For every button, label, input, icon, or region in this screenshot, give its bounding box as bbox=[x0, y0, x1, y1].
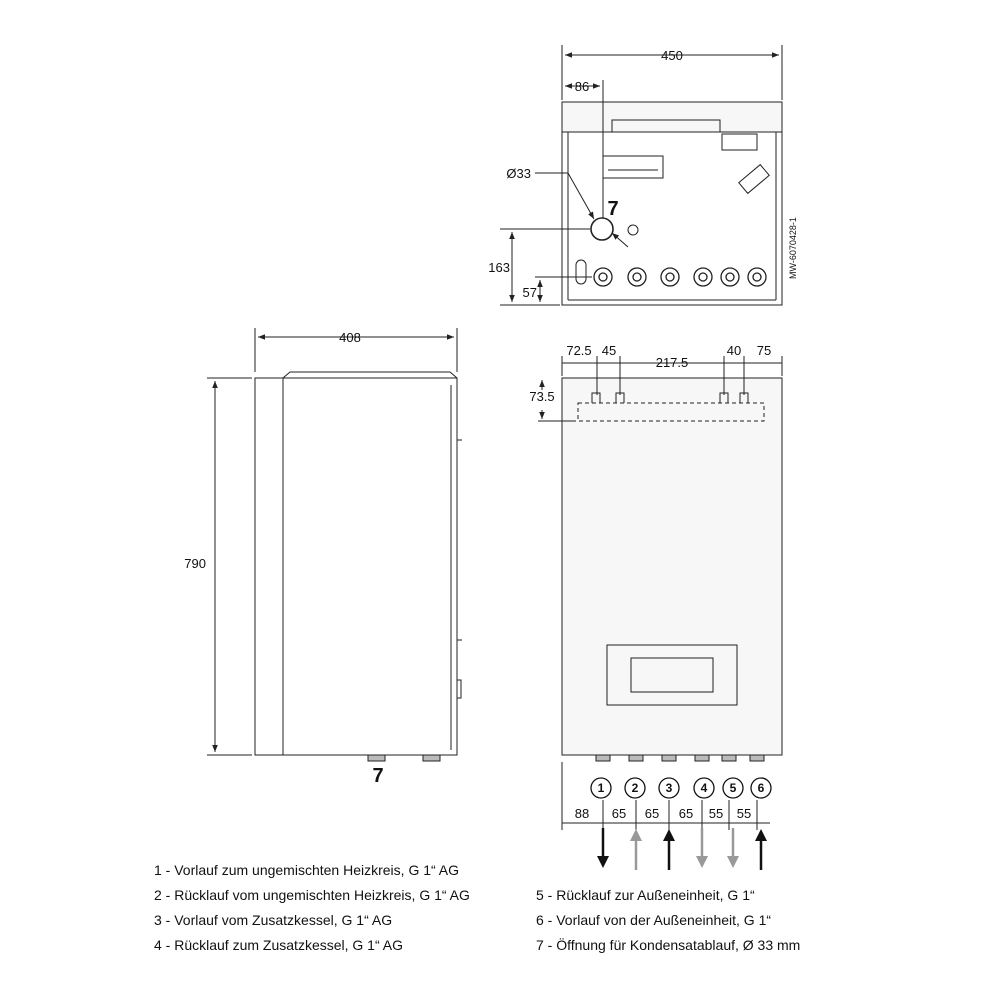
dim-height-163: 163 bbox=[488, 260, 510, 275]
dim-depth-408: 408 bbox=[339, 330, 361, 345]
connection-numbers: 1 2 3 4 5 6 bbox=[598, 781, 765, 795]
dim-bottom-3: 65 bbox=[645, 806, 659, 821]
side-view bbox=[207, 328, 462, 762]
side-view-body bbox=[254, 377, 458, 756]
arrow-out-5 bbox=[727, 828, 739, 868]
dim-top-5: 75 bbox=[757, 343, 771, 358]
dim-top-4: 40 bbox=[727, 343, 741, 358]
front-view-body bbox=[561, 377, 783, 756]
display-frame bbox=[606, 644, 738, 706]
arrow-out-1 bbox=[597, 828, 609, 868]
side-connection-right bbox=[422, 754, 441, 762]
dim-bottom-6: 55 bbox=[737, 806, 751, 821]
callout-7-side: 7 bbox=[372, 765, 383, 787]
dim-bottom-1: 88 bbox=[575, 806, 589, 821]
connection-number-5: 5 bbox=[730, 781, 737, 795]
display-screen bbox=[630, 657, 714, 693]
arrow-in-3 bbox=[663, 829, 675, 870]
legend-item-1: 1 - Vorlauf zum ungemischten Heizkreis, … bbox=[154, 862, 460, 878]
front-connections bbox=[595, 754, 765, 762]
legend-item-2: 2 - Rücklauf vom ungemischten Heizkreis,… bbox=[154, 887, 470, 903]
top-view-connections bbox=[593, 267, 767, 287]
legend-item-4: 4 - Rücklauf zum Zusatzkessel, G 1“ AG bbox=[154, 937, 403, 953]
arrow-out-4 bbox=[696, 828, 708, 868]
dim-offset-86: 86 bbox=[575, 79, 589, 94]
terminal-block bbox=[602, 155, 664, 179]
dim-bracket-73-5: 73.5 bbox=[529, 389, 554, 404]
top-view-outline bbox=[561, 132, 783, 306]
dim-top-2: 45 bbox=[602, 343, 616, 358]
relay-box bbox=[721, 133, 758, 151]
side-connection-left bbox=[367, 754, 386, 762]
dim-bottom-4: 65 bbox=[679, 806, 693, 821]
top-view bbox=[500, 45, 783, 306]
connection-number-1: 1 bbox=[598, 781, 605, 795]
flow-arrows bbox=[597, 828, 767, 870]
dim-width-450: 450 bbox=[661, 48, 683, 63]
arrow-in-2 bbox=[630, 829, 642, 870]
bottom-dim-labels: 88 65 65 65 55 55 bbox=[575, 806, 751, 821]
top-dim-labels: 72.5 45 217.5 40 75 bbox=[566, 343, 771, 370]
dim-top-3: 217.5 bbox=[656, 355, 689, 370]
dim-top-1: 72.5 bbox=[566, 343, 591, 358]
condensate-opening bbox=[590, 217, 614, 241]
drawing-code: MW-6070428-1 bbox=[788, 217, 798, 279]
connection-number-2: 2 bbox=[632, 781, 639, 795]
legend-item-5: 5 - Rücklauf zur Außeneinheit, G 1“ bbox=[536, 887, 755, 903]
arrow-in-6 bbox=[755, 829, 767, 870]
connection-number-3: 3 bbox=[666, 781, 673, 795]
connection-number-6: 6 bbox=[758, 781, 765, 795]
dim-height-790: 790 bbox=[184, 556, 206, 571]
top-view-top-panel bbox=[561, 101, 783, 133]
wall-bracket bbox=[577, 402, 765, 422]
dim-diameter: Ø33 bbox=[506, 166, 531, 181]
legend-item-3: 3 - Vorlauf vom Zusatzkessel, G 1“ AG bbox=[154, 912, 393, 928]
dim-height-57: 57 bbox=[523, 285, 537, 300]
legend-item-7: 7 - Öffnung für Kondensatablauf, Ø 33 mm bbox=[536, 937, 801, 953]
callout-7-top: 7 bbox=[607, 198, 618, 220]
front-view bbox=[538, 356, 783, 830]
connection-number-4: 4 bbox=[701, 781, 708, 795]
dim-bottom-2: 65 bbox=[612, 806, 626, 821]
connector-strip bbox=[738, 163, 770, 195]
legend-item-6: 6 - Vorlauf von der Außeneinheit, G 1“ bbox=[536, 912, 772, 928]
dim-bottom-5: 55 bbox=[709, 806, 723, 821]
connection-markers bbox=[590, 777, 772, 799]
